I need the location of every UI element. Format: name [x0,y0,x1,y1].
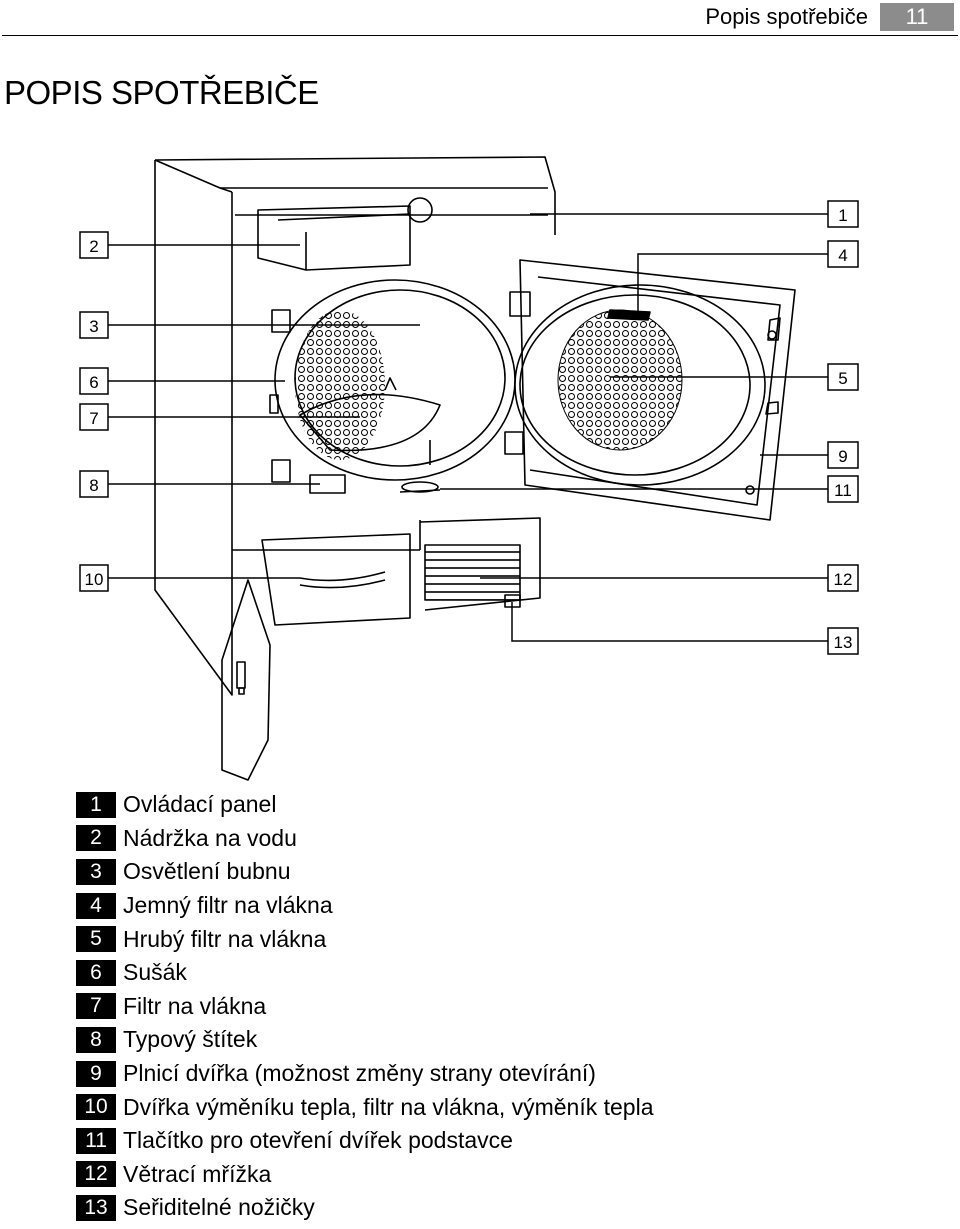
legend-label: Osvětlení bubnu [123,858,291,885]
callout-number: 8 [89,476,98,495]
legend-number: 13 [76,1194,116,1221]
legend-label: Sušák [123,959,187,986]
legend-label: Ovládací panel [123,791,277,818]
callout-number: 2 [89,237,98,256]
legend-number: 6 [76,959,116,986]
legend-number: 8 [76,1026,116,1053]
legend-number: 11 [76,1127,116,1154]
callouts-left: 2 3 6 7 8 10 [79,231,109,592]
legend-label: Dvířka výměníku tepla, filtr na vlákna, … [123,1093,654,1120]
legend-item: 3 Osvětlení bubnu [76,855,654,889]
callout-number: 7 [89,409,98,428]
legend-number: 9 [76,1060,116,1087]
callout-number: 4 [838,246,847,265]
callout-number: 12 [834,570,853,589]
legend-label: Větrací mřížka [123,1160,272,1187]
legend-item: 5 Hrubý filtr na vlákna [76,922,654,956]
legend-number: 1 [76,791,116,818]
callouts-right: 1 4 5 9 11 12 13 [827,200,859,655]
legend-number: 12 [76,1161,116,1188]
callout-number: 1 [838,206,847,225]
legend-label: Tlačítko pro otevření dvířek podstavce [123,1127,513,1154]
header-rule [2,35,958,36]
parts-legend: 1 Ovládací panel 2 Nádržka na vodu 3 Osv… [76,788,654,1225]
legend-item: 9 Plnicí dvířka (možnost změny strany ot… [76,1057,654,1091]
legend-item: 4 Jemný filtr na vlákna [76,889,654,923]
legend-number: 5 [76,926,116,953]
legend-item: 7 Filtr na vlákna [76,990,654,1024]
legend-label: Typový štítek [123,1026,258,1053]
legend-number: 4 [76,892,116,919]
legend-number: 7 [76,993,116,1020]
legend-item: 11 Tlačítko pro otevření dvířek podstavc… [76,1124,654,1158]
legend-item: 10 Dvířka výměníku tepla, filtr na vlákn… [76,1090,654,1124]
legend-item: 2 Nádržka na vodu [76,822,654,856]
callout-number: 13 [834,633,853,652]
coarse-filter-mesh [557,309,683,451]
legend-label: Seřiditelné nožičky [123,1194,315,1221]
legend-item: 6 Sušák [76,956,654,990]
dryer-outline [154,156,796,781]
callout-number: 10 [85,570,104,589]
page-title: POPIS SPOTŘEBIČE [4,74,319,111]
legend-label: Hrubý filtr na vlákna [123,925,327,952]
callout-number: 9 [838,447,847,466]
legend-item: 13 Seřiditelné nožičky [76,1191,654,1225]
dryer-diagram: 2 3 6 7 8 10 1 4 5 9 11 12 1 [0,140,960,790]
callout-number: 11 [834,481,852,500]
page-number: 11 [880,3,954,31]
legend-label: Jemný filtr na vlákna [123,892,333,919]
running-header: Popis spotřebiče 11 [0,0,960,36]
drum-perforation [295,310,385,460]
legend-number: 10 [76,1094,116,1121]
callout-number: 5 [838,369,847,388]
dryer-illustration: 2 3 6 7 8 10 1 4 5 9 11 12 1 [79,156,859,781]
legend-label: Filtr na vlákna [123,992,267,1019]
legend-number: 2 [76,825,116,852]
legend-label: Nádržka na vodu [123,824,297,851]
legend-item: 1 Ovládací panel [76,788,654,822]
legend-item: 8 Typový štítek [76,1023,654,1057]
leader-lines-right [440,213,828,642]
legend-number: 3 [76,858,116,885]
callout-number: 6 [89,373,98,392]
legend-label: Plnicí dvířka (možnost změny strany otev… [123,1060,596,1087]
header-title: Popis spotřebiče [705,4,868,29]
callout-number: 3 [89,317,98,336]
leader-lines-left [107,244,420,579]
legend-item: 12 Větrací mřížka [76,1158,654,1192]
